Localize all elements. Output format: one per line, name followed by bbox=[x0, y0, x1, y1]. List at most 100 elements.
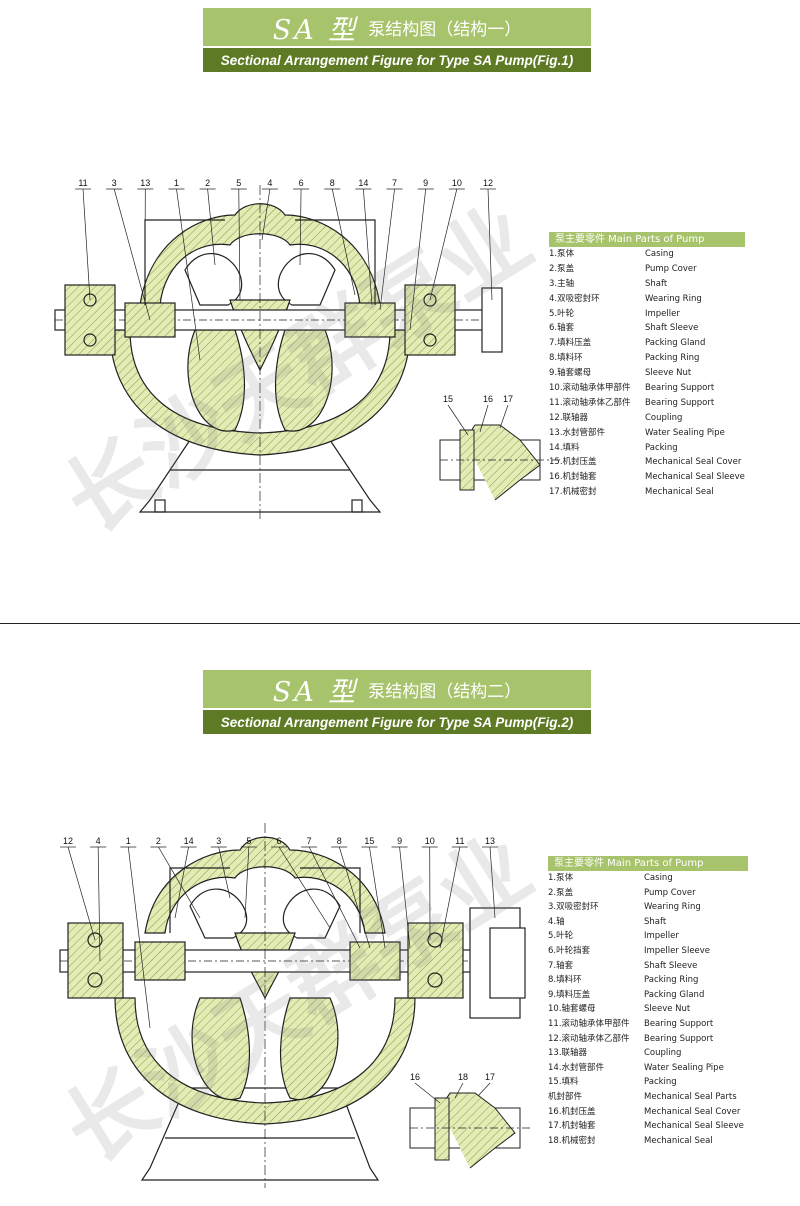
callout-label: 14 bbox=[358, 178, 368, 188]
callout-label: 3 bbox=[216, 836, 221, 846]
legend-item: 机封部件 Mechanical Seal Parts bbox=[548, 1090, 748, 1105]
leader-line bbox=[127, 846, 151, 1029]
callout-label: 5 bbox=[236, 178, 241, 188]
part-name-en: Bearing Support bbox=[645, 397, 715, 408]
part-name-en: Impeller bbox=[645, 308, 680, 319]
figure-1-legend-header: 泵主要零件 Main Parts of Pump bbox=[549, 232, 745, 247]
part-name-en: Packing Gland bbox=[644, 989, 705, 1000]
part-name-cn: 11.滚动轴承体甲部件 bbox=[548, 1018, 630, 1029]
legend-item: 9.填料压盖 Packing Gland bbox=[548, 988, 748, 1003]
part-name-en: Mechanical Seal Cover bbox=[645, 457, 742, 468]
callout-label: 14 bbox=[184, 836, 194, 846]
figure-2-detail-callouts: 16 18 17 bbox=[410, 1072, 495, 1104]
callout-label: 3 bbox=[112, 178, 117, 188]
part-name-cn: 5.叶轮 bbox=[549, 308, 575, 319]
callout-label: 1 bbox=[174, 178, 179, 188]
callout-label: 13 bbox=[485, 836, 495, 846]
figure-2-title-bar: SA 型 泵结构图（结构二） bbox=[203, 670, 591, 708]
part-name-cn: 10.滚动轴承体甲部件 bbox=[549, 383, 631, 394]
figure-1-banner: SA 型 泵结构图（结构一） Sectional Arrangement Fig… bbox=[203, 8, 591, 72]
part-name-en: Packing bbox=[645, 442, 678, 453]
part-name-en: Shaft Sleeve bbox=[644, 960, 698, 971]
leader-line bbox=[331, 188, 356, 296]
part-name-cn: 4.轴 bbox=[548, 916, 565, 927]
callout-label: 9 bbox=[397, 836, 402, 846]
part-name-en: Water Sealing Pipe bbox=[645, 427, 725, 438]
part-name-en: Pump Cover bbox=[644, 887, 696, 898]
legend-item: 16.机封轴套 Mechanical Seal Sleeve bbox=[549, 470, 745, 485]
leader-line bbox=[439, 846, 461, 949]
part-name-en: Shaft Sleeve bbox=[645, 323, 699, 334]
part-name-cn: 16.机封轴套 bbox=[549, 472, 597, 483]
legend-item: 17.机械密封 Mechanical Seal bbox=[549, 485, 745, 500]
mechanical-seal-detail-1 bbox=[439, 424, 560, 501]
figure-1-section: SA 型 泵结构图（结构一） Sectional Arrangement Fig… bbox=[54, 8, 745, 520]
part-name-en: Coupling bbox=[645, 412, 683, 423]
leader-line bbox=[207, 188, 216, 266]
figure-2-legend-header: 泵主要零件 Main Parts of Pump bbox=[548, 856, 748, 871]
detail-callout-label: 15 bbox=[443, 394, 453, 404]
leader-line bbox=[399, 846, 411, 949]
bearing-right bbox=[404, 284, 456, 356]
part-name-en: Mechanical Seal bbox=[644, 1135, 713, 1146]
part-name-en: Sleeve Nut bbox=[644, 1004, 691, 1015]
detail-callout-label: 17 bbox=[485, 1072, 495, 1082]
part-name-en: Mechanical Seal Parts bbox=[644, 1091, 737, 1102]
shaft-sleeve-left bbox=[134, 941, 186, 981]
part-name-cn: 15.机封压盖 bbox=[549, 457, 597, 468]
leader-line bbox=[82, 188, 91, 301]
water-seal-pipe bbox=[169, 867, 230, 933]
part-name-en: Casing bbox=[645, 249, 674, 259]
part-name-en: Bearing Support bbox=[644, 1018, 714, 1029]
part-name-cn: 8.填料环 bbox=[549, 353, 583, 364]
legend-item: 15.机封压盖 Mechanical Seal Cover bbox=[549, 455, 745, 470]
part-name-en: Coupling bbox=[644, 1048, 682, 1059]
detail-callout-label: 16 bbox=[483, 394, 493, 404]
pump-cover bbox=[144, 836, 386, 934]
part-name-en: Casing bbox=[644, 873, 673, 883]
leader-line bbox=[429, 188, 458, 301]
part-name-cn: 9.填料压盖 bbox=[548, 989, 591, 1000]
coupling bbox=[481, 287, 503, 353]
figure-1-subtitle: Sectional Arrangement Figure for Type SA… bbox=[203, 48, 591, 72]
part-name-cn: 5.叶轮 bbox=[548, 931, 574, 942]
part-name-en: Impeller Sleeve bbox=[644, 945, 711, 956]
part-name-cn: 机封部件 bbox=[548, 1091, 583, 1102]
detail-callout-label: 17 bbox=[503, 394, 513, 404]
figure-1-title: 泵结构图（结构一） bbox=[368, 19, 522, 40]
part-name-en: Wearing Ring bbox=[645, 293, 702, 304]
leader-line bbox=[338, 846, 371, 949]
part-name-en: Mechanical Seal bbox=[645, 487, 714, 498]
part-name-cn: 2.泵盖 bbox=[549, 263, 575, 274]
figure-2-subtitle: Sectional Arrangement Figure for Type SA… bbox=[203, 710, 591, 734]
part-name-cn: 7.轴套 bbox=[548, 960, 574, 971]
callout-label: 8 bbox=[337, 836, 342, 846]
part-name-cn: 17.机械密封 bbox=[549, 487, 597, 498]
callout-label: 7 bbox=[307, 836, 312, 846]
detail-callout-label: 16 bbox=[410, 1072, 420, 1082]
part-name-cn: 3.双吸密封环 bbox=[548, 902, 599, 913]
part-name-en: Bearing Support bbox=[644, 1033, 714, 1044]
leader-line bbox=[261, 188, 271, 241]
bearing-right bbox=[407, 922, 464, 999]
callout-label: 15 bbox=[364, 836, 374, 846]
part-name-en: Mechanical Seal Sleeve bbox=[645, 472, 745, 483]
detail-callout-label: 18 bbox=[458, 1072, 468, 1082]
mechanical-seal-detail-2 bbox=[409, 1092, 530, 1169]
